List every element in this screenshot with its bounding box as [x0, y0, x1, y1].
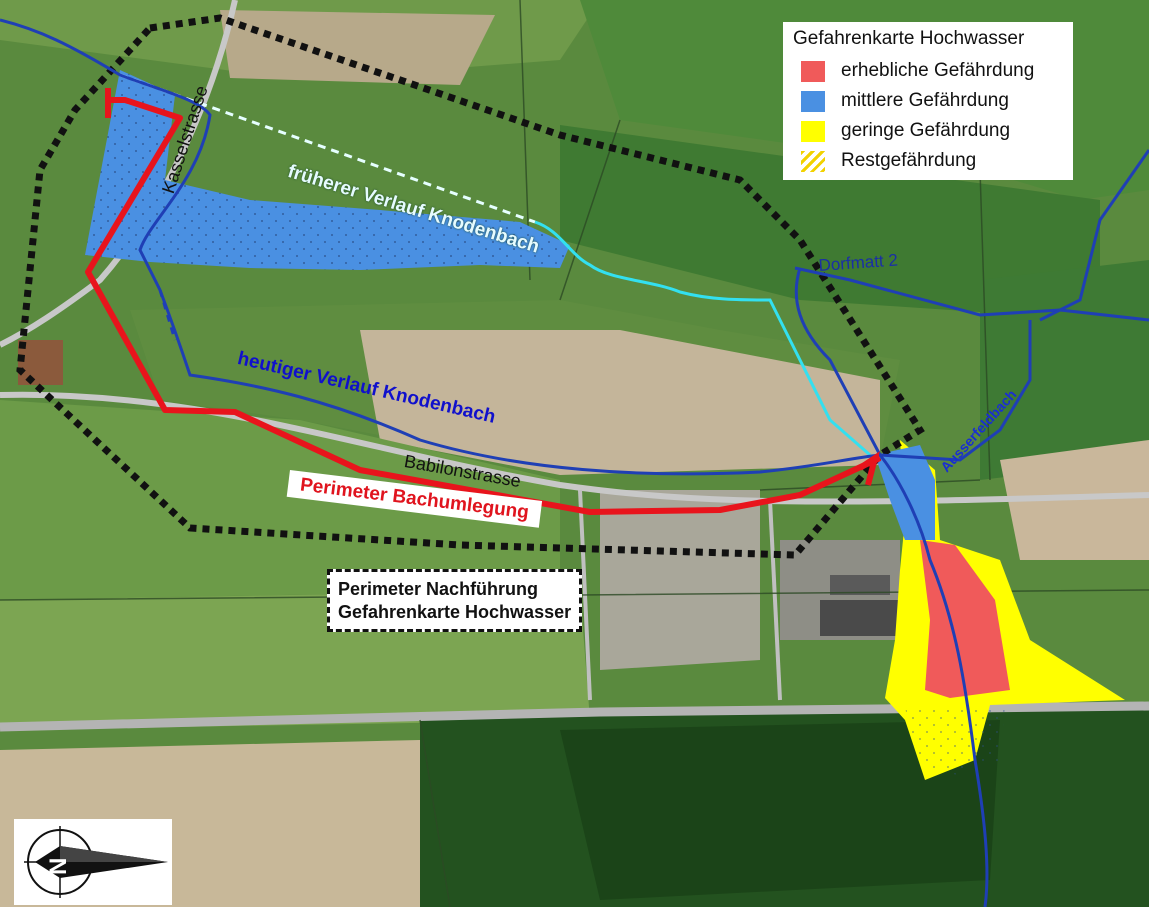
former-stream — [534, 220, 871, 457]
legend-label-medium: mittlere Gefährdung — [841, 90, 1009, 111]
legend: Gefahrenkarte Hochwasser erhebliche Gefä… — [783, 22, 1073, 180]
greenhouse-area — [600, 490, 760, 670]
hazard-high — [920, 540, 1010, 698]
farm-road-east — [768, 499, 782, 701]
legend-item-residual: Restgefährdung — [791, 146, 1065, 176]
legend-item-high: erhebliche Gefährdung — [791, 56, 1065, 86]
north-arrow-icon: N — [14, 819, 172, 905]
legend-item-medium: mittlere Gefährdung — [791, 86, 1065, 116]
legend-swatch-medium — [801, 90, 825, 112]
legend-title: Gefahrenkarte Hochwasser — [793, 28, 1025, 49]
svg-text:N: N — [45, 858, 72, 875]
legend-swatch-residual — [801, 150, 825, 172]
label-perimeter-nachfuehrung: Perimeter Nachführung Gefahrenkarte Hoch… — [327, 569, 583, 632]
legend-swatch-low — [801, 120, 825, 142]
field-southwest — [0, 400, 560, 600]
legend-label-low: geringe Gefährdung — [841, 120, 1011, 141]
label-perimeter-nachfuehrung-line1: Perimeter Nachführung — [338, 579, 539, 599]
current-stream-knodenbach — [0, 18, 989, 907]
legend-label-residual: Restgefährdung — [841, 150, 977, 171]
hazard-medium-west-pattern — [85, 70, 570, 270]
stream-northeast — [1039, 149, 1149, 322]
field-harvested-north — [220, 10, 495, 85]
legend-item-low: geringe Gefährdung — [791, 116, 1065, 146]
legend-swatch-high — [801, 60, 825, 82]
current-stream-dashed — [158, 289, 177, 341]
stream-ausserfeldbach — [879, 320, 1032, 462]
label-perimeter-nachfuehrung-line2: Gefahrenkarte Hochwasser — [338, 601, 572, 622]
field-babilon — [360, 330, 880, 475]
legend-label-high: erhebliche Gefährdung — [841, 60, 1035, 81]
perimeter-bachumlegung-endcap-south — [858, 451, 880, 486]
forest-dense — [560, 720, 1000, 900]
perimeter-bachumlegung-line — [85, 97, 882, 515]
field-east — [560, 125, 1100, 320]
perimeter-nachfuehrung-line — [16, 14, 925, 559]
stream-dorfmatt — [794, 266, 1149, 456]
building-roof — [830, 575, 890, 595]
hazard-low-pattern — [905, 705, 1005, 775]
